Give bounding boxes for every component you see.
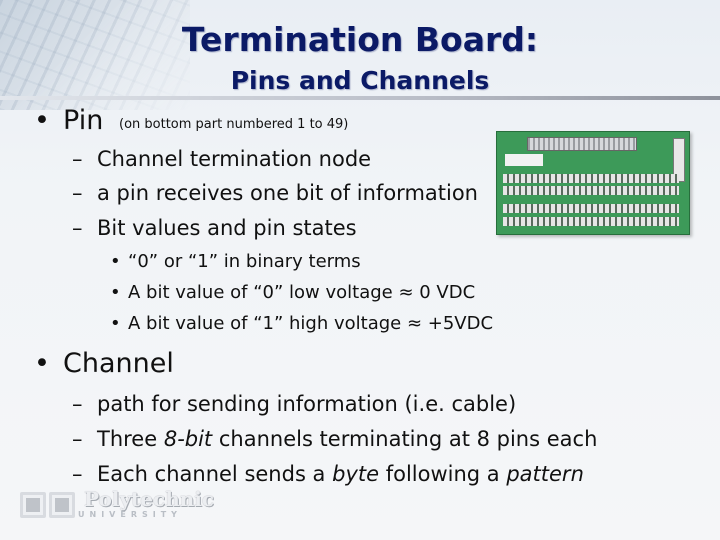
pin-item-3: Bit values and pin states [97, 216, 357, 240]
channel-dash-2: – [72, 427, 83, 451]
channel-item-2: Three 8-bit channels terminating at 8 pi… [97, 427, 597, 451]
terminal-strip-3 [503, 204, 679, 213]
pin-bullet: • [34, 105, 50, 136]
pin-dash-1: – [72, 147, 83, 171]
pin-sub-bullet-2: • [110, 282, 121, 303]
logo-wordmark: Polytechnic UNIVERSITY [78, 487, 215, 520]
channel-item-3-text-c: following a [379, 462, 507, 486]
channel-heading: Channel [63, 348, 174, 379]
logo-brand: Polytechnic [84, 487, 215, 511]
board-connector [527, 137, 637, 151]
corner-decoration [0, 0, 190, 110]
pin-sub-bullet-3: • [110, 313, 121, 334]
channel-item-3: Each channel sends a byte following a pa… [97, 462, 584, 486]
logo-e-icon [20, 492, 46, 518]
channel-dash-3: – [72, 462, 83, 486]
title-divider [0, 96, 720, 100]
pin-sub-item-3: A bit value of “1” high voltage ≈ +5VDC [128, 313, 494, 334]
channel-item-3-emphasis-pattern: pattern [506, 462, 584, 486]
pin-heading: Pin [63, 105, 104, 136]
board-side-connector [673, 138, 685, 182]
channel-item-2-text-c: channels terminating at 8 pins each [212, 427, 598, 451]
pin-note: (on bottom part numbered 1 to 49) [119, 117, 349, 132]
slide-title: Termination Board: [181, 20, 539, 59]
terminal-strip-2 [503, 186, 679, 195]
terminal-strip-4 [503, 217, 679, 226]
pin-item-1: Channel termination node [97, 147, 372, 171]
channel-item-3-emphasis-byte: byte [332, 462, 380, 486]
channel-item-2-text-a: Three [97, 427, 164, 451]
logo-g-icon [49, 492, 75, 518]
pin-dash-3: – [72, 216, 83, 240]
channel-item-2-emphasis: 8-bit [163, 427, 213, 451]
channel-bullet: • [34, 348, 50, 379]
channel-item-3-text-a: Each channel sends a [97, 462, 333, 486]
polytechnic-logo: Polytechnic UNIVERSITY [20, 487, 215, 520]
pin-sub-bullet-1: • [110, 251, 121, 272]
termination-board-image [496, 131, 690, 235]
logo-brand-sub: UNIVERSITY [78, 510, 182, 519]
terminal-strip-1 [503, 174, 679, 183]
pin-sub-item-2: A bit value of “0” low voltage ≈ 0 VDC [128, 282, 476, 303]
channel-item-1: path for sending information (i.e. cable… [97, 392, 517, 416]
pin-sub-item-1: “0” or “1” in binary terms [128, 251, 361, 272]
slide-subtitle: Pins and Channels [230, 66, 490, 95]
channel-dash-1: – [72, 392, 83, 416]
pin-dash-2: – [72, 181, 83, 205]
board-logo-label [505, 154, 543, 166]
pin-item-2: a pin receives one bit of information [97, 181, 478, 205]
